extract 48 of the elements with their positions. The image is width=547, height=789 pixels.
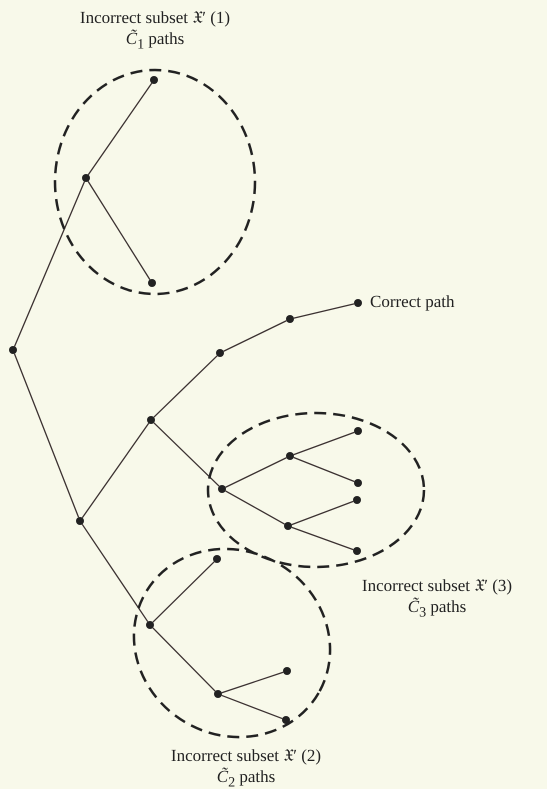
tree-node-dot [354, 479, 362, 487]
tree-node-dot [283, 667, 291, 675]
tree-node-dot [353, 496, 361, 504]
tree-node-dot [282, 716, 290, 724]
branch-line [82, 524, 148, 622]
branch-line [292, 500, 354, 526]
branch-line [293, 456, 355, 482]
branch-line [88, 181, 150, 280]
tree-node-dot [214, 690, 222, 698]
branch-line [152, 627, 216, 692]
branch-line [14, 181, 86, 347]
branch-line [88, 82, 152, 176]
tree-node-dot [82, 174, 90, 182]
tree-node-dot [353, 547, 361, 555]
branch-line [223, 320, 287, 352]
branch-line [153, 355, 218, 418]
tree-node-dot [354, 427, 362, 435]
tree-node-dot [218, 485, 226, 493]
tree-node-dot [216, 349, 224, 357]
tree-node-dot [213, 555, 221, 563]
subset-heading: Incorrect subset 𝔛′ (1) [78, 8, 232, 28]
tree-node-dot [76, 517, 84, 525]
branch-line [225, 490, 285, 525]
branch-line [153, 422, 220, 487]
path-label: Correct path [370, 292, 454, 312]
branch-line [294, 303, 354, 319]
branch-line [222, 672, 284, 694]
tree-node-dot [286, 315, 294, 323]
tree-node-dot [148, 279, 156, 287]
branch-line [152, 561, 215, 623]
tree-node-dot [150, 76, 158, 84]
subset-heading: Incorrect subset 𝔛′ (2) [170, 746, 322, 766]
subset-heading: Incorrect subset 𝔛′ (3) [360, 576, 514, 596]
branch-line [294, 432, 354, 456]
branch-line [225, 457, 287, 488]
branch-line [14, 353, 80, 518]
tree-node-dot [354, 299, 362, 307]
tree-node-dot [286, 452, 294, 460]
branch-line [82, 422, 150, 518]
branch-line [292, 526, 354, 550]
paths-subheading: C̃$_{1}$ paths [124, 29, 186, 54]
paths-subheading: C̃$_{3}$ paths [406, 597, 468, 622]
branch-line [222, 694, 282, 720]
paths-subheading: C̃$_{2}$ paths [216, 767, 276, 789]
tree-node-dot [284, 522, 292, 530]
tree-node-dot [146, 621, 154, 629]
tree-node-dot [147, 416, 155, 424]
tree-node-dot [9, 346, 17, 354]
